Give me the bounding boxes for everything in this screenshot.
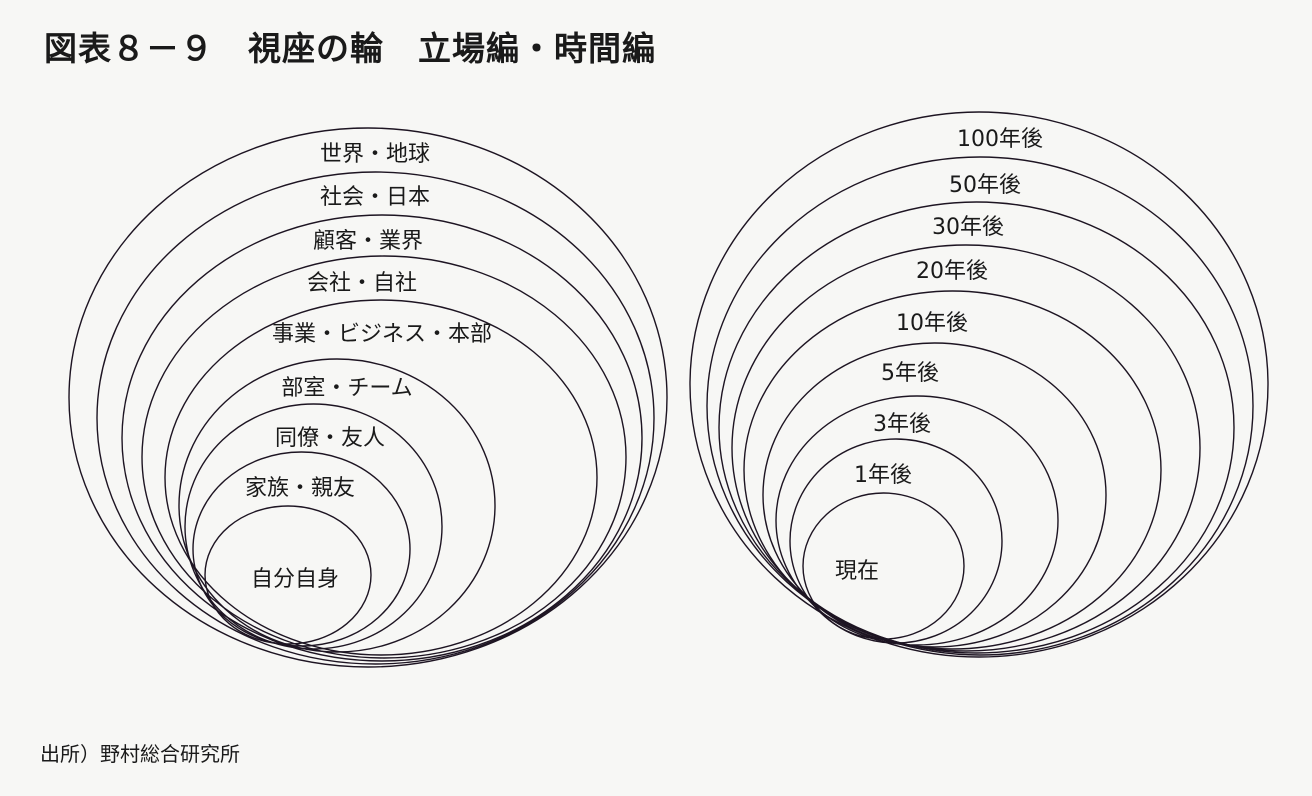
- position-ring-label: 会社・自社: [307, 271, 417, 296]
- source-caption: 出所）野村総合研究所: [40, 742, 240, 766]
- position-ring: [121, 214, 643, 662]
- position-ring-label: 自分自身: [251, 567, 339, 592]
- time-ring: [802, 492, 965, 640]
- time-ring: [789, 438, 1003, 644]
- position-ring-label: 同僚・友人: [275, 426, 385, 451]
- position-ring: [184, 403, 443, 650]
- position-rings: 世界・地球社会・日本顧客・業界会社・自社事業・ビジネス・本部部室・チーム同僚・友…: [68, 127, 668, 668]
- time-ring-label: 1年後: [854, 463, 912, 488]
- time-ring-label: 50年後: [949, 173, 1021, 198]
- time-ring-label: 100年後: [957, 127, 1043, 152]
- position-ring: [141, 255, 627, 659]
- figure-title: 図表８－９ 視座の輪 立場編・時間編: [44, 29, 656, 68]
- time-ring: [743, 290, 1162, 650]
- time-ring-label: 10年後: [896, 311, 968, 336]
- time-ring: [689, 111, 1269, 658]
- time-ring: [718, 201, 1235, 654]
- time-ring-label: 30年後: [932, 215, 1004, 240]
- position-ring-label: 世界・地球: [320, 142, 430, 167]
- position-ring: [192, 451, 411, 647]
- position-ring: [68, 127, 668, 668]
- position-ring: [178, 358, 496, 653]
- position-ring-label: 家族・親友: [245, 476, 355, 501]
- time-ring: [762, 342, 1107, 648]
- time-ring: [706, 156, 1254, 656]
- time-ring-label: 3年後: [873, 412, 931, 437]
- position-ring: [96, 171, 655, 665]
- time-ring-label: 20年後: [916, 259, 988, 284]
- time-ring: [775, 395, 1059, 646]
- position-ring-label: 顧客・業界: [313, 229, 423, 254]
- time-ring: [731, 244, 1201, 652]
- position-ring: [204, 505, 372, 645]
- position-ring-label: 事業・ビジネス・本部: [272, 322, 492, 347]
- position-ring-label: 社会・日本: [320, 185, 430, 210]
- position-ring-label: 部室・チーム: [281, 376, 412, 401]
- position-ring: [164, 299, 598, 656]
- time-ring-label: 5年後: [881, 361, 939, 386]
- time-ring-label: 現在: [835, 559, 879, 584]
